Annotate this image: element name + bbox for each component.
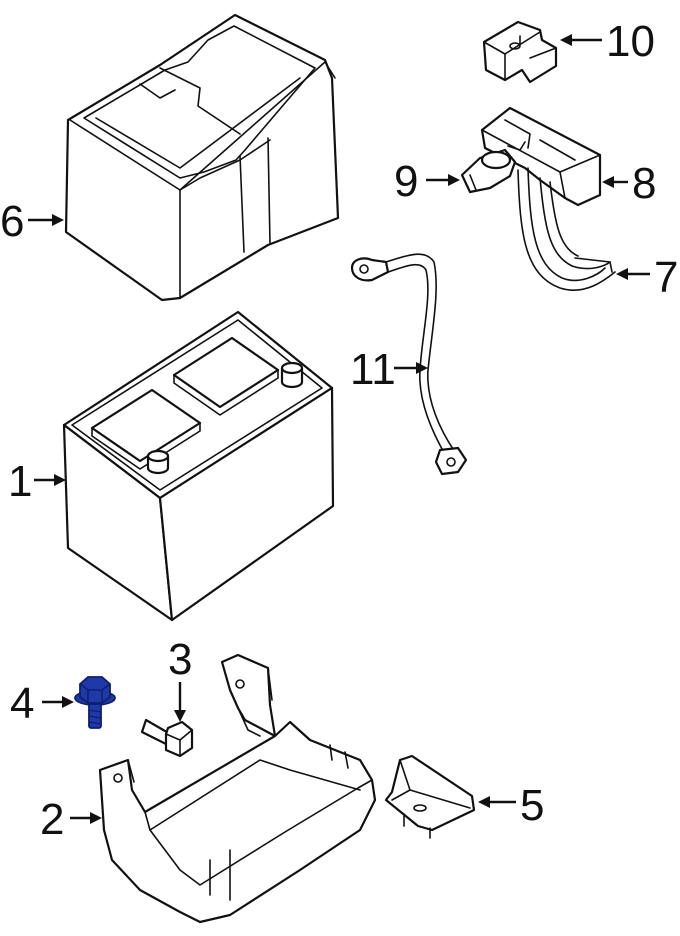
battery-terminal-positive <box>280 361 304 389</box>
callout-7[interactable]: 7 <box>654 253 678 302</box>
part-battery[interactable] <box>62 310 335 622</box>
part-ground-cable[interactable] <box>350 253 468 476</box>
part-cable-harness[interactable] <box>517 167 616 291</box>
callout-4[interactable]: 4 <box>10 679 34 728</box>
callout-1[interactable]: 1 <box>8 457 32 506</box>
part-terminal-block[interactable] <box>480 106 602 207</box>
part-terminal-cover[interactable] <box>482 20 558 84</box>
battery-terminal-negative <box>146 449 170 475</box>
part-hold-down-bracket[interactable] <box>384 754 476 839</box>
callout-labels: 6 1 10 9 8 7 11 3 4 2 5 <box>0 17 678 844</box>
callout-11[interactable]: 11 <box>350 345 396 394</box>
part-flange-bolt[interactable] <box>74 676 116 729</box>
callout-6[interactable]: 6 <box>0 197 24 246</box>
callout-5[interactable]: 5 <box>520 781 544 830</box>
callout-2[interactable]: 2 <box>40 795 64 844</box>
part-bolt[interactable] <box>140 718 194 758</box>
callout-8[interactable]: 8 <box>632 159 656 208</box>
part-battery-tray[interactable] <box>98 653 377 924</box>
callout-arrows <box>28 34 650 824</box>
part-battery-cover[interactable] <box>64 13 340 302</box>
callout-3[interactable]: 3 <box>168 635 192 684</box>
part-terminal-clamp[interactable] <box>460 141 526 194</box>
callout-9[interactable]: 9 <box>394 157 418 206</box>
callout-10[interactable]: 10 <box>606 17 655 66</box>
